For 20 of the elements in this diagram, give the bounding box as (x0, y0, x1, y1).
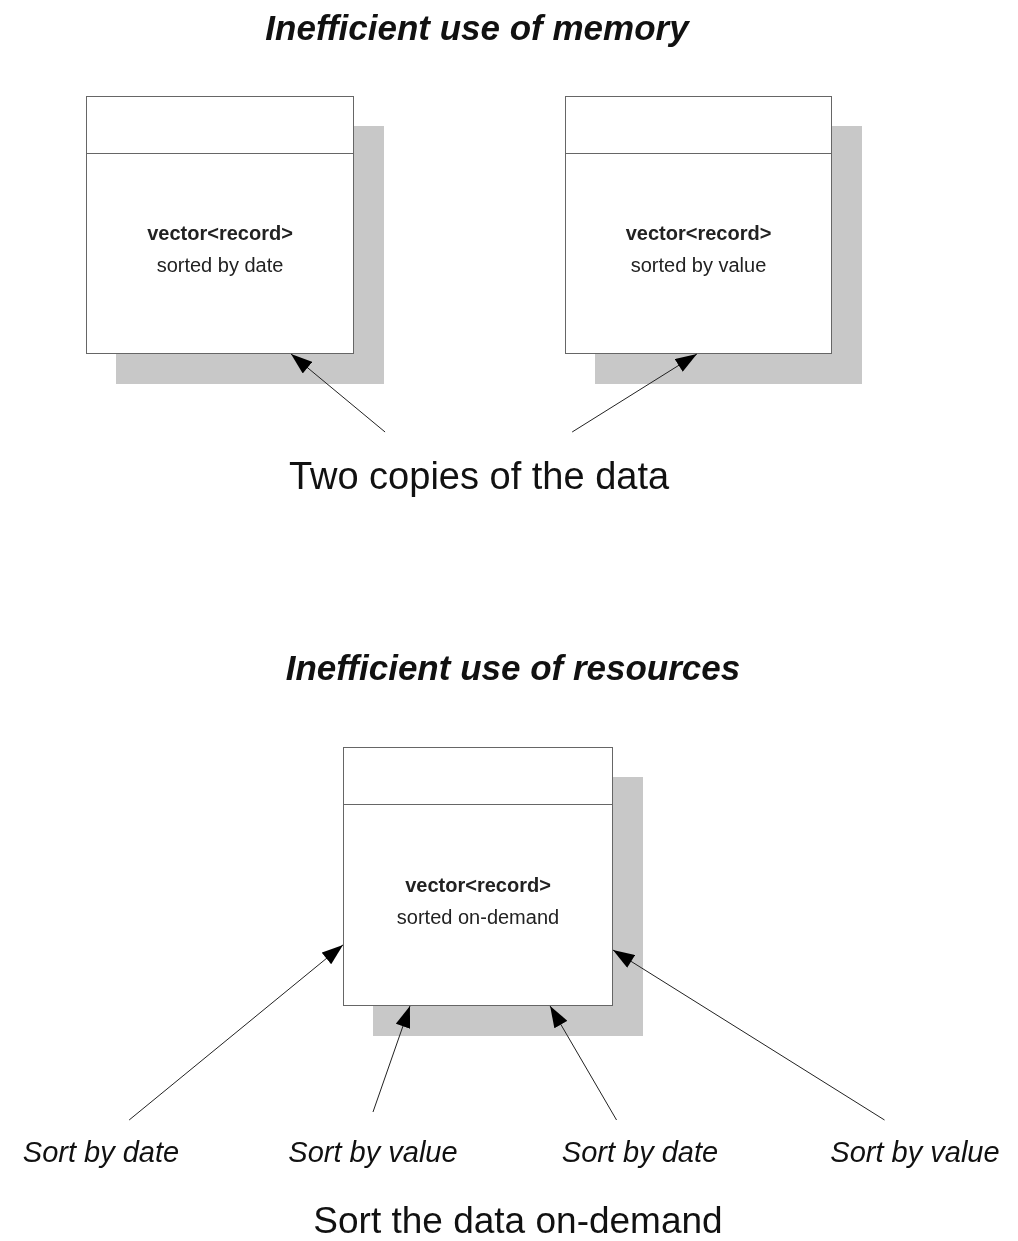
callout-text: Sort by value (288, 1136, 458, 1169)
description-text: sorted by value (629, 254, 768, 277)
diagram-heading: Inefficient use of resources (285, 648, 741, 688)
description-text: sorted on-demand (395, 905, 561, 929)
callout-text: Two copies of the data (288, 455, 670, 498)
caption-text: Sort the data on-demand (313, 1200, 723, 1241)
arrow (372, 1005, 411, 1113)
arrow (290, 353, 386, 433)
description-text: sorted by date (155, 254, 285, 277)
arrow (128, 944, 344, 1121)
callout-text: Sort by value (830, 1136, 1000, 1169)
arrow (612, 949, 885, 1121)
type-name: vector<record> (404, 873, 552, 897)
type-name: vector<record> (146, 222, 294, 245)
callout-text: Sort by date (22, 1136, 180, 1169)
callout-text: Sort by date (561, 1136, 719, 1169)
type-name: vector<record> (624, 222, 773, 245)
arrow (571, 353, 698, 433)
diagram-heading: Inefficient use of memory (265, 8, 689, 48)
arrow (549, 1005, 618, 1121)
